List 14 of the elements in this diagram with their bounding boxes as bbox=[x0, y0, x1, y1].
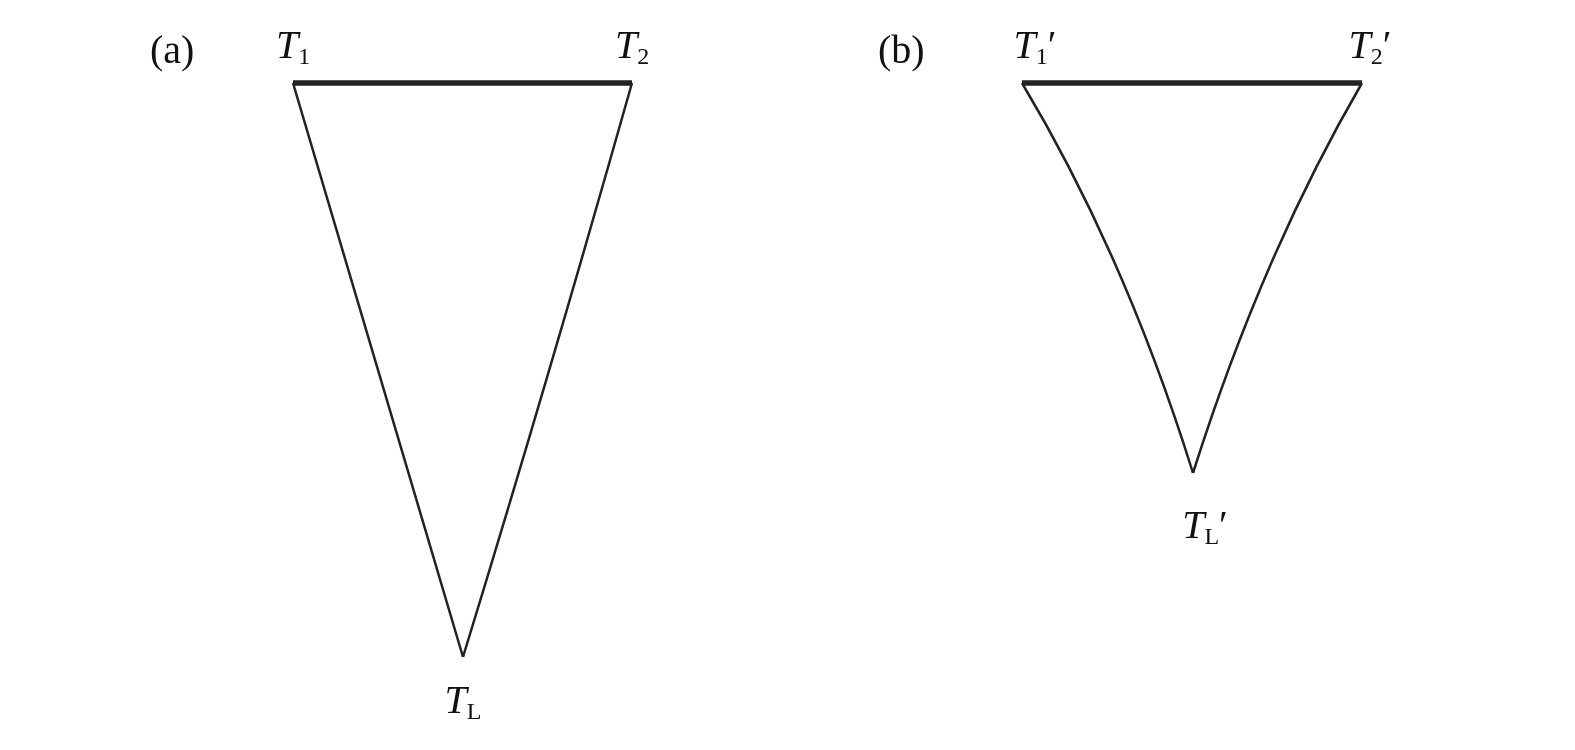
panel-label: (a) bbox=[150, 30, 195, 70]
line bbox=[461, 82, 634, 658]
line bbox=[291, 82, 465, 658]
vertex-label: T$_{2}$′ bbox=[1325, 25, 1415, 83]
line bbox=[1022, 80, 1362, 86]
panel-label: (b) bbox=[878, 30, 925, 70]
vertex-label: T$_{L}$ bbox=[428, 657, 498, 723]
vertex-label: T$_{1}$′ bbox=[990, 25, 1080, 83]
vertex-label: T$_{1}$ bbox=[262, 25, 324, 83]
vertex-label: T$_{2}$ bbox=[601, 25, 663, 83]
line bbox=[293, 80, 632, 86]
vertex-label: T$_{L}$′ bbox=[1163, 473, 1247, 548]
line bbox=[1020, 82, 1195, 474]
line bbox=[1191, 82, 1364, 474]
